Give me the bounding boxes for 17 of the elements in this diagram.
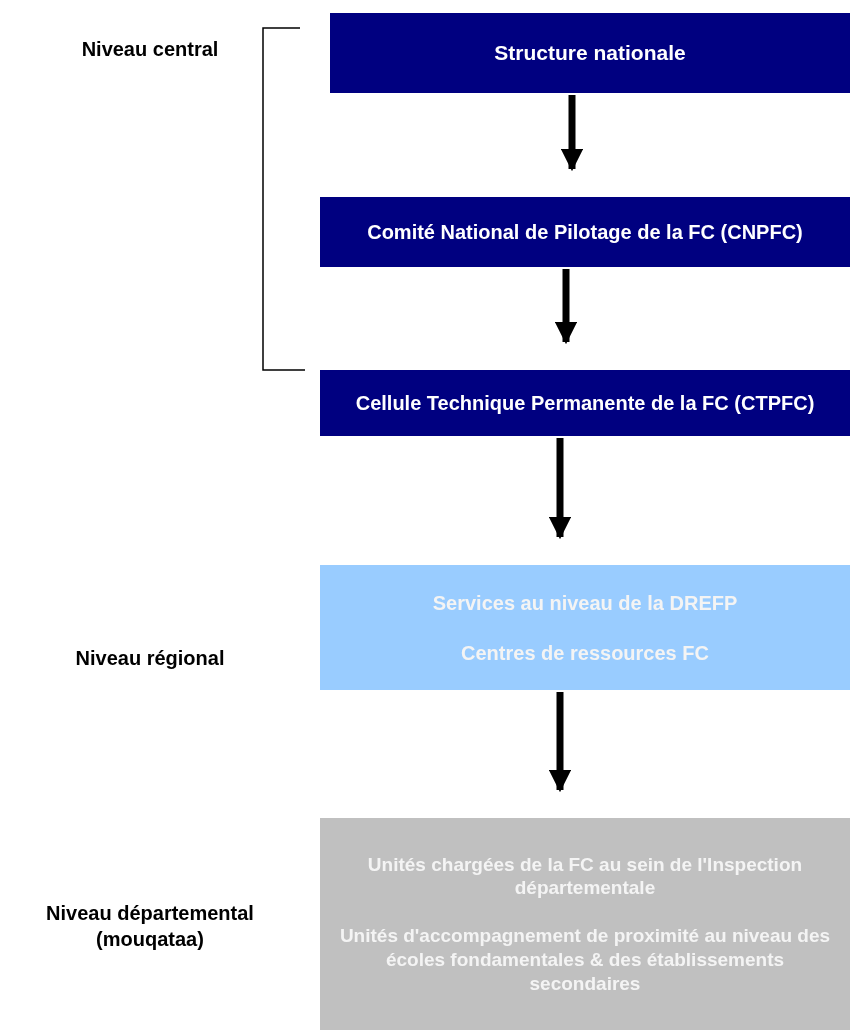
box-text: Centres de ressources FC	[461, 640, 709, 666]
level-label: Niveau régional	[74, 646, 226, 671]
arrow	[548, 692, 572, 793]
level-box	[320, 370, 850, 436]
level-label: Niveau central	[80, 37, 220, 62]
arrow	[554, 269, 578, 345]
level-box	[320, 565, 850, 690]
box-text: Comité National de Pilotage de la FC (CNPFC)	[367, 220, 803, 244]
level-box	[320, 197, 850, 267]
arrow	[548, 438, 572, 540]
box-text: Structure nationale	[494, 40, 686, 67]
box-text: Services au niveau de la DREFP	[432, 590, 738, 616]
level-box	[320, 818, 850, 1030]
level-label: Niveau départemental (mouqataa)	[45, 901, 255, 952]
level-box	[330, 13, 850, 93]
arrow	[560, 95, 584, 172]
box-text: Cellule Technique Permanente de la FC (CTPFC)	[355, 391, 815, 415]
